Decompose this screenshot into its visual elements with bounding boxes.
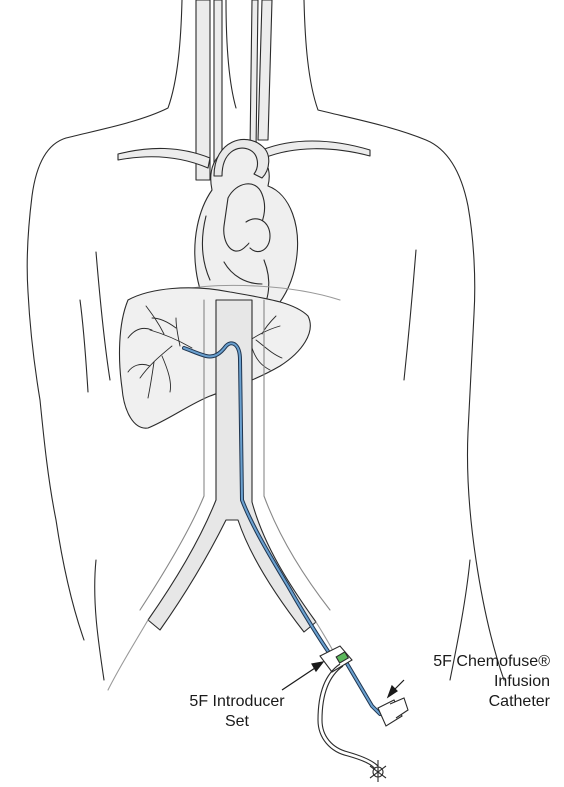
introducer-arrow-head: [312, 662, 323, 671]
catheter-label-line1: 5F Chemofuse®: [380, 652, 550, 672]
introducer-label-line1: 5F Introducer: [162, 692, 312, 712]
catheter-label: 5F Chemofuse® Infusion Catheter: [380, 652, 550, 712]
introducer-set: [318, 646, 386, 782]
introducer-label: 5F Introducer Set: [162, 692, 312, 732]
introducer-arrow-shaft: [282, 666, 318, 690]
catheter-label-line3: Catheter: [380, 692, 550, 712]
catheter-label-line2: Infusion: [380, 672, 550, 692]
introducer-label-line2: Set: [162, 712, 312, 732]
